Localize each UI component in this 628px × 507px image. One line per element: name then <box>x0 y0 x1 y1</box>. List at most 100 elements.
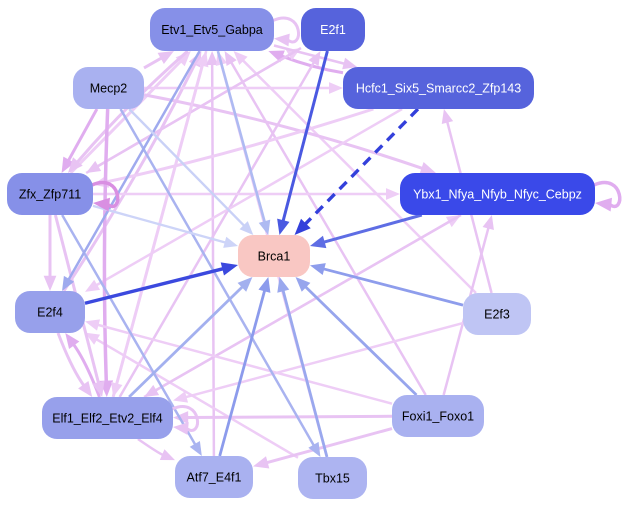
node-brca1[interactable]: Brca1 <box>238 235 310 277</box>
edge-elf1-brca1-arrowhead <box>237 277 253 292</box>
edge-e2f1-brca1 <box>281 50 329 222</box>
edge-elf1-brca1 <box>128 285 244 399</box>
edge-mecp2-ybx1-arrowhead <box>419 162 436 175</box>
edge-mecp2-etv1 <box>143 56 163 70</box>
node-elf1-shape[interactable] <box>42 397 173 439</box>
edge-mecp2-elf1 <box>102 108 110 382</box>
edge-mecp2-ybx1 <box>143 93 423 170</box>
edge-e2f3-hcfc1-arrowhead <box>441 109 454 125</box>
edge-ybx1-elf1-arrowhead <box>144 384 160 397</box>
self-loop-elf1 <box>171 405 199 432</box>
edge-etv1-e2f4 <box>67 50 201 281</box>
node-ybx1-shape[interactable] <box>400 173 595 215</box>
edge-zfx-atf7-arrowhead <box>189 440 202 456</box>
self-loop-zfx-arrowhead <box>93 197 111 212</box>
node-zfx[interactable]: Zfx_Zfp711 <box>7 173 93 215</box>
edge-etv1-elf1-arrowhead <box>111 381 123 397</box>
edge-foxi1-e2f4-arrowhead <box>85 319 101 331</box>
node-mecp2[interactable]: Mecp2 <box>73 67 144 109</box>
edge-zfx-brca1-arrowhead <box>223 236 238 248</box>
edge-elf1-e2f4-arrowhead <box>65 333 80 350</box>
edge-e2f4-elf1 <box>56 332 86 387</box>
edge-elf1-atf7 <box>137 437 164 457</box>
edge-e2f1-brca1-arrowhead <box>277 218 290 235</box>
node-tbx15[interactable]: Tbx15 <box>298 457 367 499</box>
edge-etv1-brca1 <box>216 50 267 223</box>
edge-mecp2-brca1 <box>128 108 246 227</box>
edge-foxi1-elf1 <box>187 414 393 420</box>
edge-ybx1-elf1 <box>154 213 462 392</box>
self-loop-ybx1-arrowhead <box>595 197 613 212</box>
edge-etv1-zfx-arrowhead <box>67 157 83 173</box>
edge-hcfc1-brca1 <box>303 107 420 226</box>
edge-hcfc1-brca1-arrowhead <box>294 218 311 235</box>
edge-mecp2-hcfc1-arrowhead <box>329 82 343 94</box>
edge-mecp2-brca1-arrowhead <box>239 221 254 235</box>
edge-zfx-elf1-arrowhead <box>92 380 105 397</box>
node-tbx15-shape[interactable] <box>298 457 367 499</box>
node-elf1[interactable]: Elf1_Elf2_Etv2_Elf4 <box>42 397 173 439</box>
node-ybx1[interactable]: Ybx1_Nfya_Nfyb_Nfyc_Cebpz <box>400 173 595 215</box>
edge-elf1-e2f4 <box>72 343 101 398</box>
node-e2f3-shape[interactable] <box>463 293 531 335</box>
edge-hcfc1-etv1-arrowhead <box>268 50 285 63</box>
edge-mecp2-tbx15 <box>119 108 316 447</box>
edge-atf7-brca1 <box>218 289 267 457</box>
edge-tbx15-brca1-arrowhead <box>277 277 290 293</box>
node-e2f4-shape[interactable] <box>15 291 85 333</box>
node-etv1[interactable]: Etv1_Etv5_Gabpa <box>150 8 274 51</box>
edge-mecp2-zfx-arrowhead <box>61 156 75 173</box>
self-loop-ybx1 <box>593 180 622 209</box>
node-zfx-shape[interactable] <box>7 173 93 215</box>
edge-e2f4-elf1-arrowhead <box>78 380 93 397</box>
edge-e2f3-etv1-arrowhead <box>233 51 248 66</box>
node-brca1-shape[interactable] <box>238 235 310 277</box>
node-e2f1[interactable]: E2f1 <box>301 8 365 51</box>
node-foxi1-shape[interactable] <box>392 395 484 437</box>
edge-zfx-e2f4-arrowhead <box>43 275 57 291</box>
edge-e2f3-elf1 <box>185 321 464 399</box>
edge-e2f3-etv1 <box>241 59 477 294</box>
edge-foxi1-brca1-arrowhead <box>295 277 311 292</box>
edge-foxi1-etv1 <box>230 61 427 396</box>
edge-zfx-etv1-arrowhead <box>175 51 191 67</box>
node-e2f1-shape[interactable] <box>301 8 365 51</box>
edge-foxi1-brca1 <box>304 285 418 397</box>
edge-e2f4-brca1 <box>84 267 224 305</box>
node-hcfc1[interactable]: Hcfc1_Six5_Smarcc2_Zfp143 <box>343 67 534 109</box>
node-e2f3[interactable]: E2f3 <box>463 293 531 335</box>
edge-zfx-brca1 <box>92 204 227 244</box>
self-loop-etv1-arrowhead <box>274 33 290 47</box>
edge-etv1-hcfc1 <box>273 44 345 65</box>
edge-tbx15-brca1 <box>281 289 329 458</box>
node-foxi1[interactable]: Foxi1_Foxo1 <box>392 395 484 437</box>
edge-mecp2-zfx <box>67 108 99 162</box>
edge-tbx15-e2f4 <box>95 338 299 459</box>
edge-elf1-e2f1 <box>118 61 316 398</box>
edge-e2f3-brca1 <box>322 267 464 307</box>
node-etv1-shape[interactable] <box>150 8 274 51</box>
node-hcfc1-shape[interactable] <box>343 67 534 109</box>
node-e2f4[interactable]: E2f4 <box>15 291 85 333</box>
edge-zfx-ybx1-arrowhead <box>386 188 400 200</box>
self-loop-elf1-arrowhead <box>173 422 189 435</box>
self-loop-etv1 <box>272 16 300 44</box>
edge-etv1-e2f4-arrowhead <box>62 275 75 291</box>
edge-mecp2-etv1-arrowhead <box>157 51 174 65</box>
edge-e2f1-zfx <box>96 47 302 168</box>
edge-etv1-hcfc1-arrowhead <box>342 57 358 70</box>
edge-e2f1-zfx-arrowhead <box>86 160 102 173</box>
edge-hcfc1-e2f4 <box>95 107 403 287</box>
edge-tbx15-e2f4-arrowhead <box>85 332 101 345</box>
edge-mecp2-tbx15-arrowhead <box>308 441 321 457</box>
edge-e2f3-elf1-arrowhead <box>173 391 189 403</box>
edge-etv1-brca1-arrowhead <box>258 219 271 235</box>
edge-hcfc1-zfx <box>106 107 374 184</box>
node-mecp2-shape[interactable] <box>73 67 144 109</box>
edge-ybx1-brca1-arrowhead <box>310 235 327 249</box>
edge-atf7-etv1-arrowhead <box>206 51 219 66</box>
node-atf7-shape[interactable] <box>175 456 253 498</box>
node-atf7[interactable]: Atf7_E4f1 <box>175 456 253 498</box>
edge-foxi1-atf7-arrowhead <box>253 456 270 469</box>
edge-atf7-etv1 <box>210 63 216 457</box>
